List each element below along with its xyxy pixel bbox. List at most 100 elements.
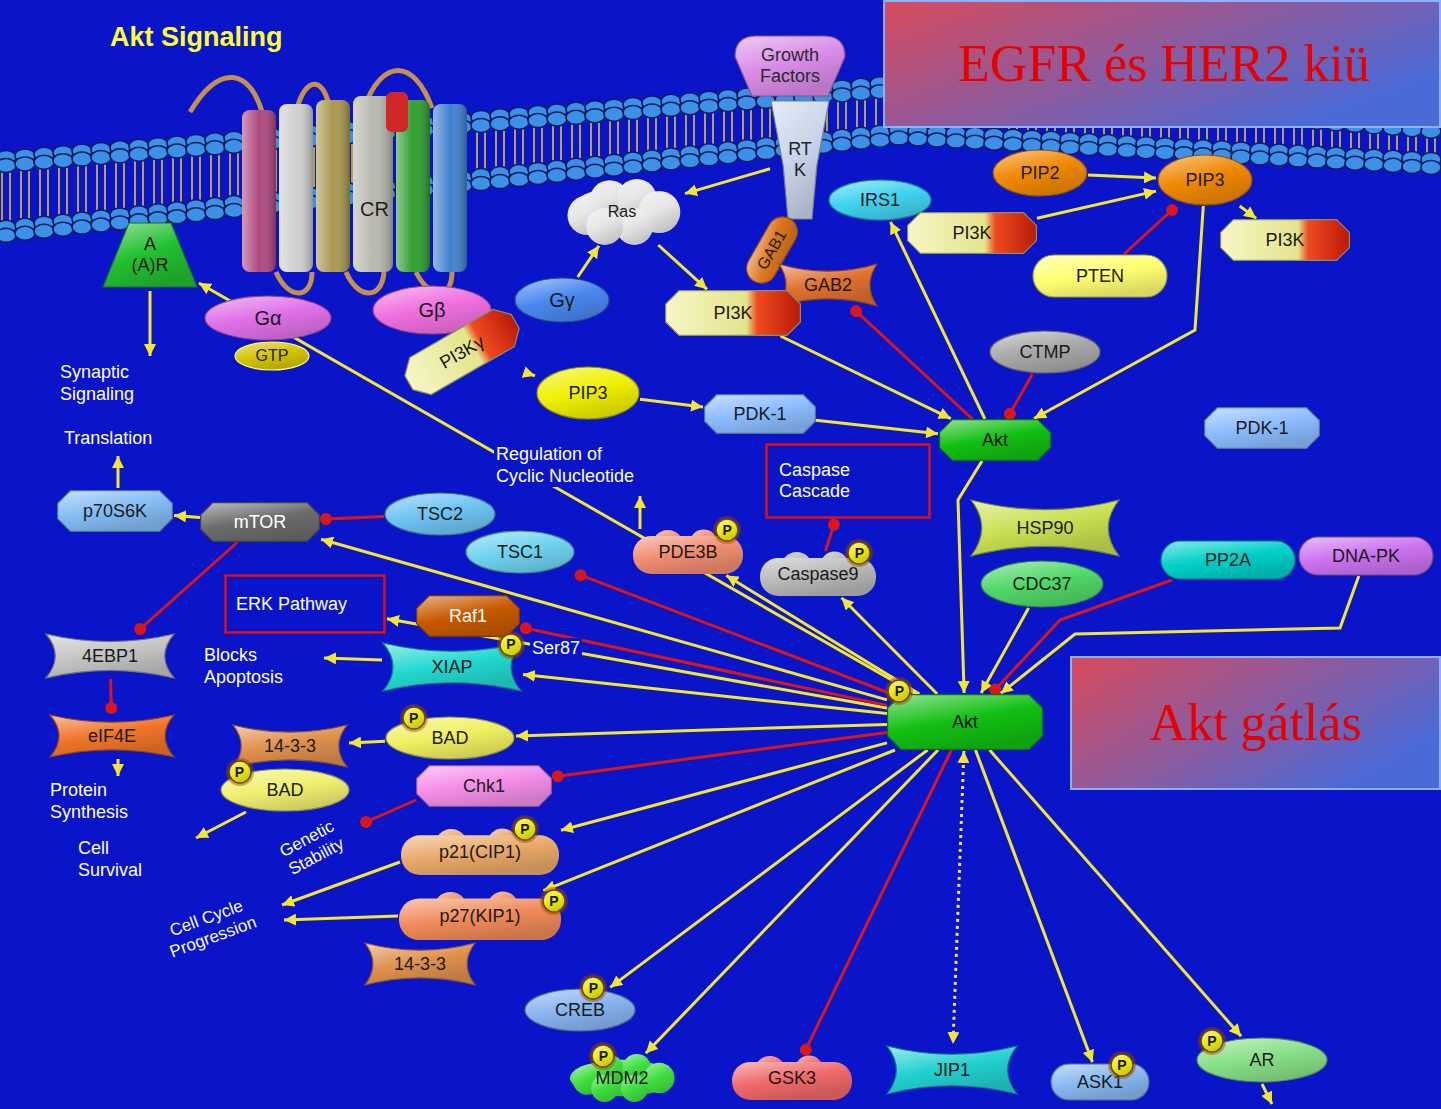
lipid-tail — [134, 160, 136, 207]
lipid-tail — [123, 162, 125, 209]
lipid-head — [737, 148, 757, 162]
lipid-tail — [579, 123, 581, 159]
receptor-shape: RT K — [770, 100, 830, 220]
badge-glow — [497, 631, 525, 659]
receptor-loop — [190, 71, 452, 294]
badge-glow — [845, 539, 873, 567]
lipid-head — [1079, 141, 1099, 155]
node-fill — [888, 695, 1043, 750]
phospho-badge: P — [591, 1044, 615, 1068]
protein-box: Raf1 — [416, 595, 520, 637]
outcome-label: Regulation of Cyclic Nucleotide — [494, 444, 654, 487]
node-text: P — [1207, 1033, 1216, 1049]
phospho-badge: P — [1110, 1053, 1134, 1077]
outcome-arrow — [117, 456, 120, 488]
node-fill — [887, 1046, 1017, 1094]
phospho-badge: P — [887, 679, 911, 703]
node-text: P — [723, 522, 732, 538]
node-fill — [417, 766, 552, 807]
lipid-tail — [229, 152, 231, 196]
lipid-tail — [85, 165, 87, 213]
node-fill — [514, 818, 536, 840]
node-fill — [500, 634, 522, 656]
lipid-tail — [761, 107, 763, 138]
lipid-tail — [1312, 128, 1314, 147]
lipid-head — [1345, 156, 1365, 170]
badge-glow — [400, 704, 428, 732]
lipid-head — [186, 142, 206, 156]
node-text: P — [409, 710, 418, 726]
activation-connector — [349, 741, 385, 743]
lipid-head — [224, 204, 244, 218]
node-text: Gγ — [549, 289, 575, 312]
lipid-head — [851, 86, 871, 100]
node-text: p27(KIP1) — [439, 906, 520, 927]
lipid-tail — [20, 170, 22, 219]
lipid-tail — [1331, 130, 1333, 148]
outcome-arrow — [324, 658, 382, 660]
inhibition-connector — [825, 525, 834, 551]
lipid-head — [490, 175, 510, 189]
lipid-head — [1326, 155, 1346, 169]
protein-box: Chk1 — [416, 765, 552, 807]
node-text: PI3K — [713, 303, 752, 324]
title-banner: EGFR és HER2 kiü — [883, 0, 1441, 128]
activation-connector — [199, 283, 916, 694]
lipid-head — [718, 98, 738, 112]
outcome-arrow — [149, 291, 152, 356]
helix-cylinder-shade — [316, 100, 350, 272]
lipid-tail — [1350, 131, 1352, 149]
node-text: XIAP — [431, 657, 472, 678]
node-text: PIP3 — [1185, 170, 1224, 191]
helix-cylinder-shade — [433, 104, 467, 272]
lipid-head — [34, 155, 54, 169]
node-text: P — [589, 980, 598, 996]
outcome-label: Translation — [62, 428, 154, 450]
lipid-tail — [522, 128, 524, 165]
protein-ellipse: TSC1 — [465, 530, 575, 574]
lipid-tail — [674, 115, 676, 149]
node-fill — [515, 278, 609, 322]
outcome-label: Blocks Apoptosis — [202, 645, 318, 688]
node-text: Gβ — [418, 299, 445, 322]
lipid-head — [946, 134, 966, 148]
lipid-head — [1288, 153, 1308, 167]
node-text: PIP3 — [568, 383, 607, 404]
node-fill — [705, 395, 816, 434]
node-text: Akt — [982, 430, 1008, 451]
node-text: 14-3-3 — [394, 954, 446, 975]
activation-connector — [1034, 206, 1203, 419]
lipid-head — [1402, 159, 1422, 173]
phospho-badge: P — [402, 706, 426, 730]
helix-cylinder — [279, 104, 313, 272]
node-text: PDK-1 — [733, 404, 786, 425]
lipid-tail — [58, 167, 60, 215]
helix-cylinder — [433, 104, 467, 272]
lipid-tail — [351, 143, 353, 184]
lipid-head — [186, 208, 206, 222]
lipid-head — [908, 132, 928, 146]
node-text: Caspase Cascade — [779, 460, 899, 501]
activation-connector — [321, 539, 887, 700]
node-fill — [1201, 1030, 1223, 1052]
node-text: PTEN — [1076, 266, 1124, 287]
protein-ellipse: CTMP — [989, 330, 1101, 374]
lipid-tail — [875, 98, 877, 126]
phospho-badge: P — [715, 518, 739, 542]
protein-ellipse: GTP — [234, 341, 310, 371]
lipid-head — [528, 170, 548, 184]
lipid-tail — [1377, 133, 1379, 150]
lipid-head — [224, 139, 244, 153]
lipid-tail — [191, 155, 193, 200]
lipid-head — [965, 135, 985, 149]
node-text: DNA-PK — [1332, 546, 1400, 567]
lipid-tail — [9, 171, 11, 221]
node-fill — [582, 977, 604, 999]
protein-ellipse: CREBP — [524, 988, 636, 1032]
protein-ellipse: Gα — [204, 295, 332, 341]
protein-bowtie: JIP1 — [886, 1045, 1018, 1095]
protein-box: p70S6K — [57, 490, 173, 532]
lipid-head — [1136, 145, 1156, 159]
phospho-badge: P — [581, 976, 605, 1000]
lipid-head — [53, 154, 73, 168]
